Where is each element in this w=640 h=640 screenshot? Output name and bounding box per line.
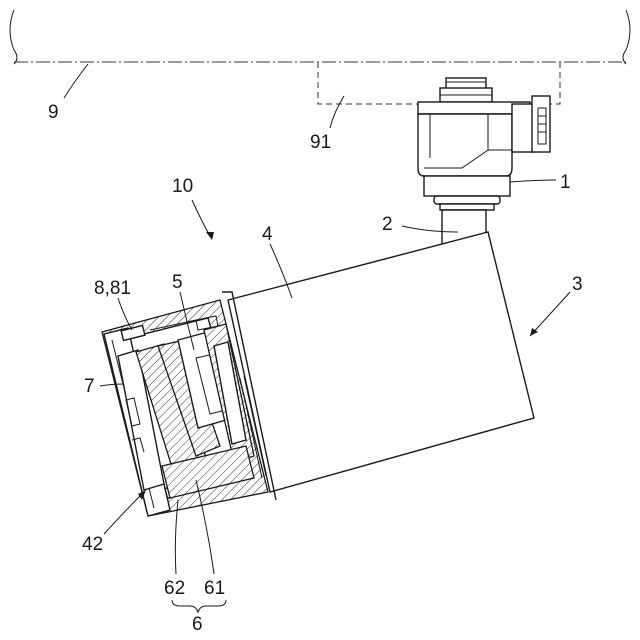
label-ceiling: 9 — [48, 102, 59, 123]
label-rail: 91 — [310, 132, 331, 153]
label-optical-group: 6 — [192, 614, 203, 635]
adapter-body — [418, 78, 550, 210]
label-reflector-a: 62 — [164, 578, 185, 599]
label-luminaire: 3 — [572, 274, 583, 295]
ceiling-outline — [10, 10, 630, 64]
label-adapter: 1 — [560, 172, 571, 193]
label-lens-unit: 5 — [172, 272, 183, 293]
label-cover: 7 — [84, 376, 95, 397]
label-reflector-b: 61 — [204, 578, 225, 599]
label-arm: 2 — [382, 214, 393, 235]
housing-body — [222, 232, 534, 500]
label-retainer: 8,81 — [94, 278, 131, 299]
label-assembly: 10 — [172, 176, 193, 197]
label-housing: 4 — [262, 224, 273, 245]
rail-outline — [318, 62, 560, 104]
label-front-opening: 42 — [82, 534, 103, 555]
